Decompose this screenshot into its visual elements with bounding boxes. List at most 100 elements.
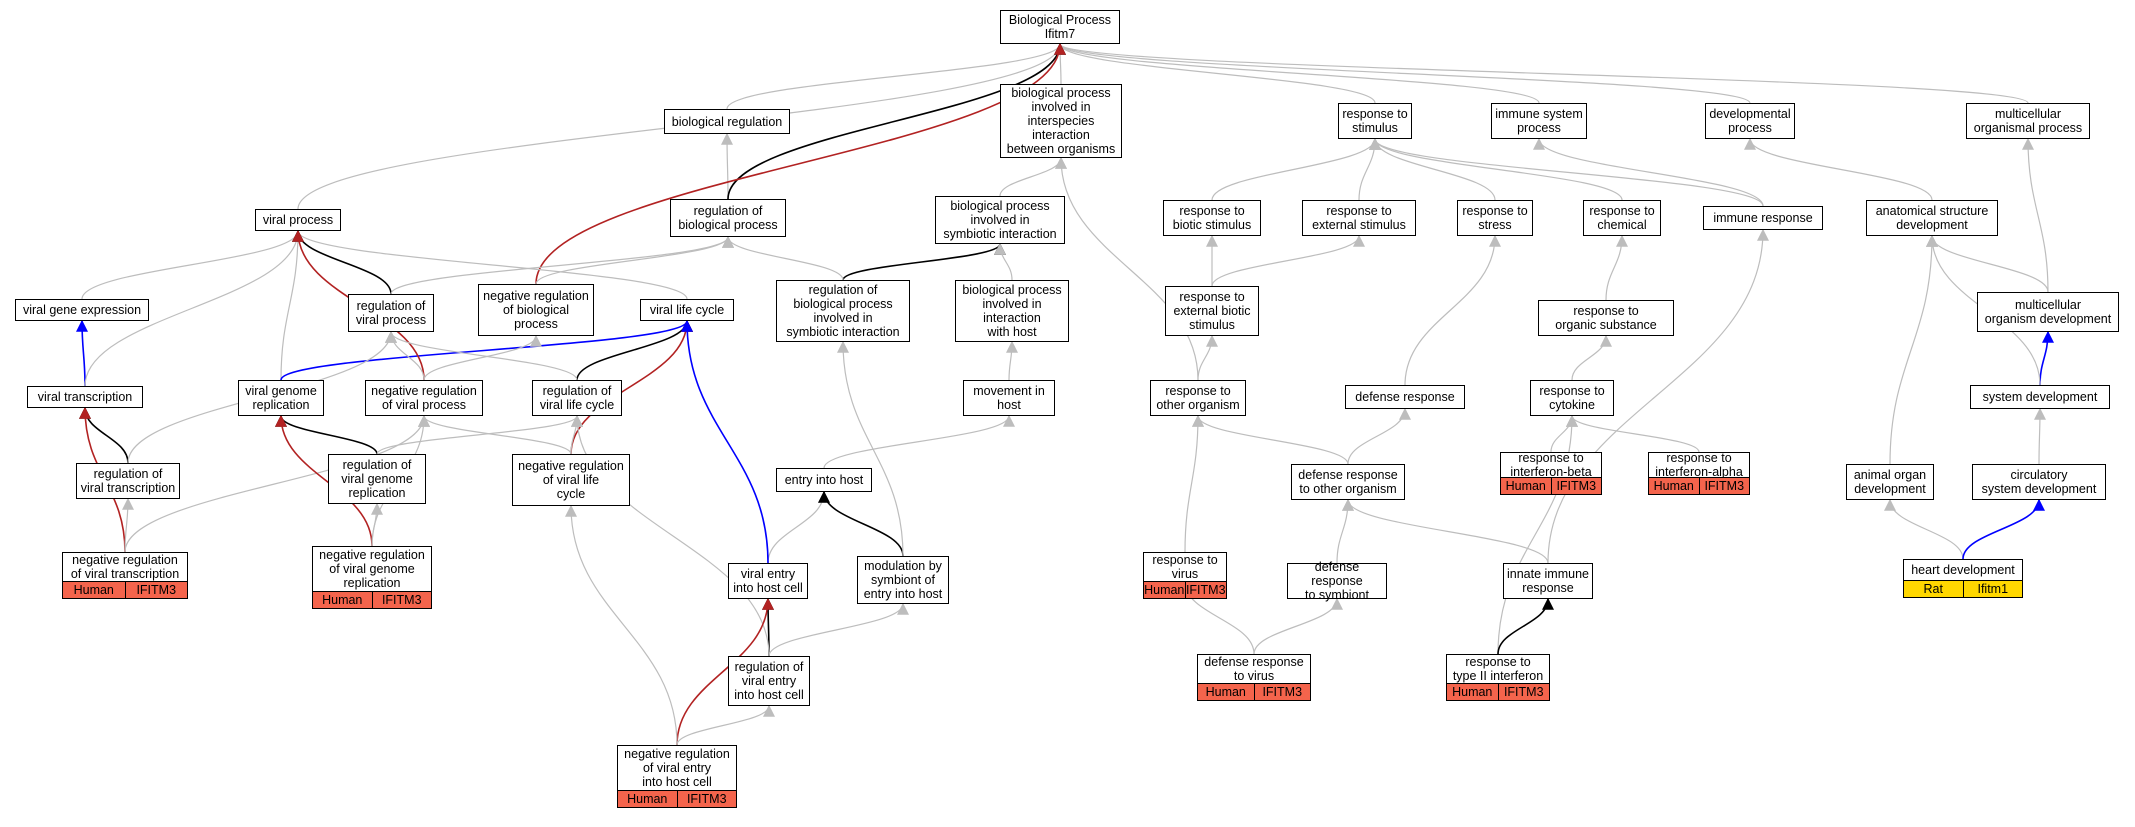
term-node-immsys[interactable]: immune system process: [1491, 103, 1587, 139]
term-node-viralcycle[interactable]: viral life cycle: [640, 299, 734, 321]
gene-label: IFITM3: [1550, 478, 1602, 494]
term-node-negregviral[interactable]: negative regulation of viral process: [365, 380, 483, 416]
edge-is-a: [535, 235, 734, 285]
term-node-anatdev[interactable]: anatomical structure development: [1866, 200, 1998, 236]
edge-is-a: [390, 235, 734, 295]
term-node-defother[interactable]: defense response to other organism: [1291, 464, 1405, 500]
term-node-regbio[interactable]: regulation of biological process: [670, 199, 786, 237]
term-node-respchem[interactable]: response to chemical: [1583, 200, 1661, 236]
term-node-movehost[interactable]: movement in host: [963, 380, 1055, 416]
term-node-bpwithhost[interactable]: biological process involved in interacti…: [955, 280, 1069, 342]
term-node-respextbiotic[interactable]: response to external biotic stimulus: [1165, 286, 1259, 336]
term-node-respstress[interactable]: response to stress: [1457, 200, 1533, 236]
term-node-respext[interactable]: response to external stimulus: [1302, 200, 1416, 236]
edge-is-a: [124, 414, 430, 553]
term-node-respifng[interactable]: response to type II interferon: [1446, 654, 1550, 684]
edge-is-a: [676, 704, 775, 746]
term-node-bpinter[interactable]: biological process involved in interspec…: [1000, 84, 1122, 158]
edge-is-a: [280, 229, 304, 381]
term-node-modsymb[interactable]: modulation by symbiont of entry into hos…: [857, 556, 949, 604]
edge-is-a: [2022, 137, 2049, 293]
term-node-regviralcycle[interactable]: regulation of viral life cycle: [532, 380, 622, 416]
edge-is-a: [376, 414, 583, 455]
term-node-regviralgenrep[interactable]: regulation of viral genome replication: [328, 454, 426, 504]
term-node-multiproc[interactable]: multicellular organismal process: [1966, 103, 2090, 139]
species-label: Human: [73, 583, 114, 597]
term-node-circdev[interactable]: circulatory system development: [1972, 464, 2106, 500]
edge-is-a: [1253, 597, 1343, 655]
species-label: Human: [1144, 583, 1185, 597]
edge-is-a: [1744, 137, 1933, 201]
edge-is-a: [994, 242, 1013, 281]
edge-negatively-regulates: [275, 414, 373, 547]
gene-label: IFITM3: [1497, 684, 1550, 700]
term-node-regviraltx[interactable]: regulation of viral transcription: [76, 463, 180, 499]
term-node-respifnb[interactable]: response to interferon-beta: [1500, 451, 1602, 479]
term-node-viralproc[interactable]: viral process: [255, 209, 341, 231]
edge-is-a: [1055, 156, 1199, 381]
term-node-defsymb[interactable]: defense response to symbiont: [1287, 560, 1387, 602]
edge-is-a: [1605, 234, 1628, 301]
term-node-regviralproc[interactable]: regulation of viral process: [348, 294, 434, 332]
edge-is-a: [1369, 137, 1623, 201]
term-node-negregcycle[interactable]: negative regulation of viral life cycle: [512, 454, 630, 506]
edge-is-a: [1550, 414, 1578, 453]
term-node-regbpsymb[interactable]: regulation of biological process involve…: [776, 280, 910, 342]
term-node-viralgenrep[interactable]: viral genome replication: [238, 380, 324, 416]
term-node-respbiotic[interactable]: response to biotic stimulus: [1163, 200, 1261, 236]
gene-label: IFITM3: [676, 791, 737, 807]
term-node-negregbio[interactable]: negative regulation of biological proces…: [478, 284, 594, 336]
edge-is-a: [823, 414, 1015, 469]
species-label: Human: [1452, 685, 1493, 699]
edge-is-a: [1547, 228, 1769, 564]
edge-negatively-regulates: [570, 319, 693, 455]
term-node-animdev[interactable]: animal organ development: [1846, 464, 1934, 500]
edge-is-a: [571, 414, 770, 657]
term-node-viraltx[interactable]: viral transcription: [27, 386, 143, 408]
term-node-resporgsub[interactable]: response to organic substance: [1538, 300, 1674, 336]
edge-is-a: [84, 229, 304, 387]
species-label: Human: [322, 593, 363, 607]
edge-is-a: [1192, 414, 1349, 465]
edge-is-a: [1884, 498, 1964, 560]
term-node-defvirus[interactable]: defense response to virus: [1197, 654, 1311, 684]
gene-annotation-badge: Human IFITM3: [312, 591, 432, 609]
edge-is-a: [1184, 414, 1204, 553]
edge-regulates: [727, 42, 1066, 200]
edge-part-of: [1962, 498, 2045, 560]
edge-is-a: [423, 334, 542, 381]
edge-is-a: [81, 229, 304, 300]
edge-is-a: [1054, 42, 1751, 104]
term-node-defresp[interactable]: defense response: [1345, 385, 1465, 409]
term-node-heartdev[interactable]: heart development: [1903, 559, 2023, 581]
term-node-viralentry[interactable]: viral entry into host cell: [728, 563, 808, 599]
term-node-devproc[interactable]: developmental process: [1705, 103, 1795, 139]
edge-part-of: [280, 319, 693, 381]
term-node-negregtx[interactable]: negative regulation of viral transcripti…: [62, 552, 188, 582]
edge-is-a: [1054, 42, 2029, 104]
term-node-resporg[interactable]: response to other organism: [1150, 380, 1246, 416]
term-node-immresp[interactable]: immune response: [1703, 206, 1823, 230]
term-node-bpsymb[interactable]: biological process involved in symbiotic…: [935, 196, 1065, 244]
term-node-negreggenrep[interactable]: negative regulation of viral genome repl…: [312, 546, 432, 592]
term-node-multidev[interactable]: multicellular organism development: [1977, 292, 2119, 332]
term-node-respifna[interactable]: response to interferon-alpha: [1648, 451, 1750, 479]
term-node-root[interactable]: Biological Process Ifitm7: [1000, 10, 1120, 44]
edge-is-a: [1197, 334, 1218, 381]
term-node-respstim[interactable]: response to stimulus: [1338, 103, 1412, 139]
term-node-bioreg[interactable]: biological regulation: [664, 109, 790, 134]
gene-label: IFITM3: [371, 592, 432, 608]
term-node-innate[interactable]: innate immune response: [1503, 563, 1593, 599]
term-node-viralgeneexp[interactable]: viral gene expression: [15, 299, 149, 321]
term-node-respcyto[interactable]: response to cytokine: [1530, 380, 1614, 416]
edge-is-a: [1336, 498, 1354, 564]
term-node-negregentry[interactable]: negative regulation of viral entry into …: [617, 745, 737, 791]
term-node-respvirus[interactable]: response to virus: [1143, 552, 1227, 582]
term-node-entryhost[interactable]: entry into host: [776, 468, 872, 492]
gene-label: IFITM3: [124, 582, 188, 598]
edge-is-a: [1347, 407, 1411, 465]
term-node-regviralentry[interactable]: regulation of viral entry into host cell: [728, 656, 810, 706]
term-node-sysdev[interactable]: system development: [1970, 385, 2110, 409]
